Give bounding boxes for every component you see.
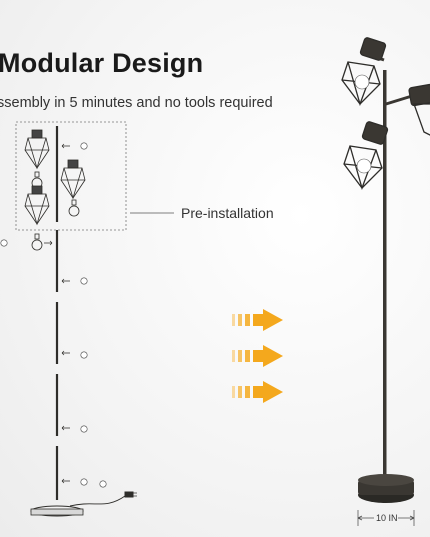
step-markers [0,142,107,488]
lamp-pole [383,70,387,482]
pre-installation-box [15,121,127,231]
step-marker-8 [99,480,107,488]
direction-arrows [232,309,283,403]
joint-arrows [44,143,70,484]
plug-icon [124,491,137,498]
pre-installation-label: Pre-installation [181,205,274,221]
lamp-shade-icon [24,129,50,170]
step-marker-6 [80,142,88,150]
lamp-shade-icon [408,83,430,136]
exploded-lamp [30,126,137,517]
lamp-shade-icon [60,159,86,200]
page-title: Modular Design [0,48,204,78]
bulb-icon [68,199,80,217]
arrow-right-icon [232,345,283,367]
lamp-shade-icon [341,37,387,107]
step-marker-7 [0,239,8,247]
assembled-lamp [341,37,430,526]
lamp-base-top [358,474,414,486]
step-marker-2 [80,425,88,433]
arrow-right-icon [232,381,283,403]
lamp-shade-icon [24,185,50,226]
power-cord [69,495,126,507]
arrow-right-icon [232,309,283,331]
lamp-shade-icon [343,121,389,191]
base-width-label: 10 IN [376,513,398,523]
assembly-subtitle: ssembly in 5 minutes and no tools requir… [0,95,273,111]
bulb-icon [31,233,43,251]
step-marker-1 [80,478,88,486]
lamp-base-plate [30,508,84,516]
exploded-shades [24,129,86,251]
step-marker-4 [80,277,88,285]
base-width-dimension [357,510,415,526]
step-marker-3 [80,351,88,359]
